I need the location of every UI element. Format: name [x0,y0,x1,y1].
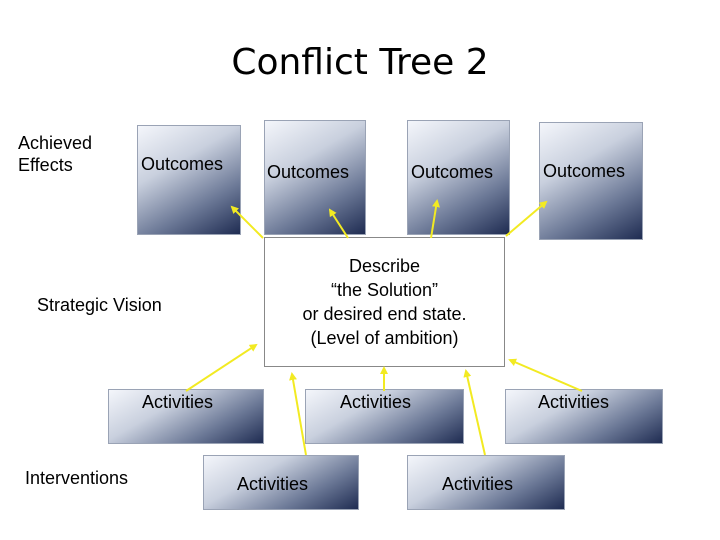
solution-line-4: (Level of ambition) [310,328,459,348]
solution-line-3: or desired end state. [302,304,467,324]
outcomes-box-label: Outcomes [543,161,626,181]
achieved-effects-label: Achieved Effects [18,133,93,175]
outcomes-box-label: Outcomes [267,162,350,182]
arrow-to-outcomes-3 [430,199,440,239]
outcomes-box-1: Outcomes [137,125,241,235]
activities-box-1: Activities [108,389,264,444]
activities-box-label: Activities [538,392,610,412]
arrow-to-outcomes-1 [230,205,264,239]
outcomes-box-4: Outcomes [539,122,643,240]
activities-box-label: Activities [142,392,214,412]
activities-box-label: Activities [340,392,412,412]
arrow-to-outcomes-4 [505,200,548,237]
activities-box-3: Activities [505,389,663,444]
activities-box-2: Activities [305,389,464,444]
activities-box-label: Activities [442,474,514,494]
arrow-to-solution-from-activities-1 [185,343,258,392]
outcomes-box-label: Outcomes [411,162,494,182]
activities-box-4: Activities [203,455,359,510]
outcomes-box-3: Outcomes [407,120,510,235]
solution-box: Describe “the Solution” or desired end s… [264,237,505,367]
arrow-to-solution-from-activities-4 [289,372,307,456]
diagram-title: Conflict Tree 2 [231,42,489,83]
solution-line-1: Describe [348,256,420,276]
strategic-vision-label: Strategic Vision [37,295,162,315]
outcomes-box-label: Outcomes [141,154,224,174]
activities-box-5: Activities [407,455,565,510]
arrow-to-outcomes-2 [328,208,349,239]
outcomes-box-2: Outcomes [264,120,366,235]
activities-box-label: Activities [237,474,309,494]
arrow-to-solution-from-activities-3 [508,358,583,392]
arrow-to-solution-from-activities-5 [463,369,486,456]
solution-line-2: “the Solution” [330,280,439,300]
interventions-label: Interventions [25,468,129,488]
